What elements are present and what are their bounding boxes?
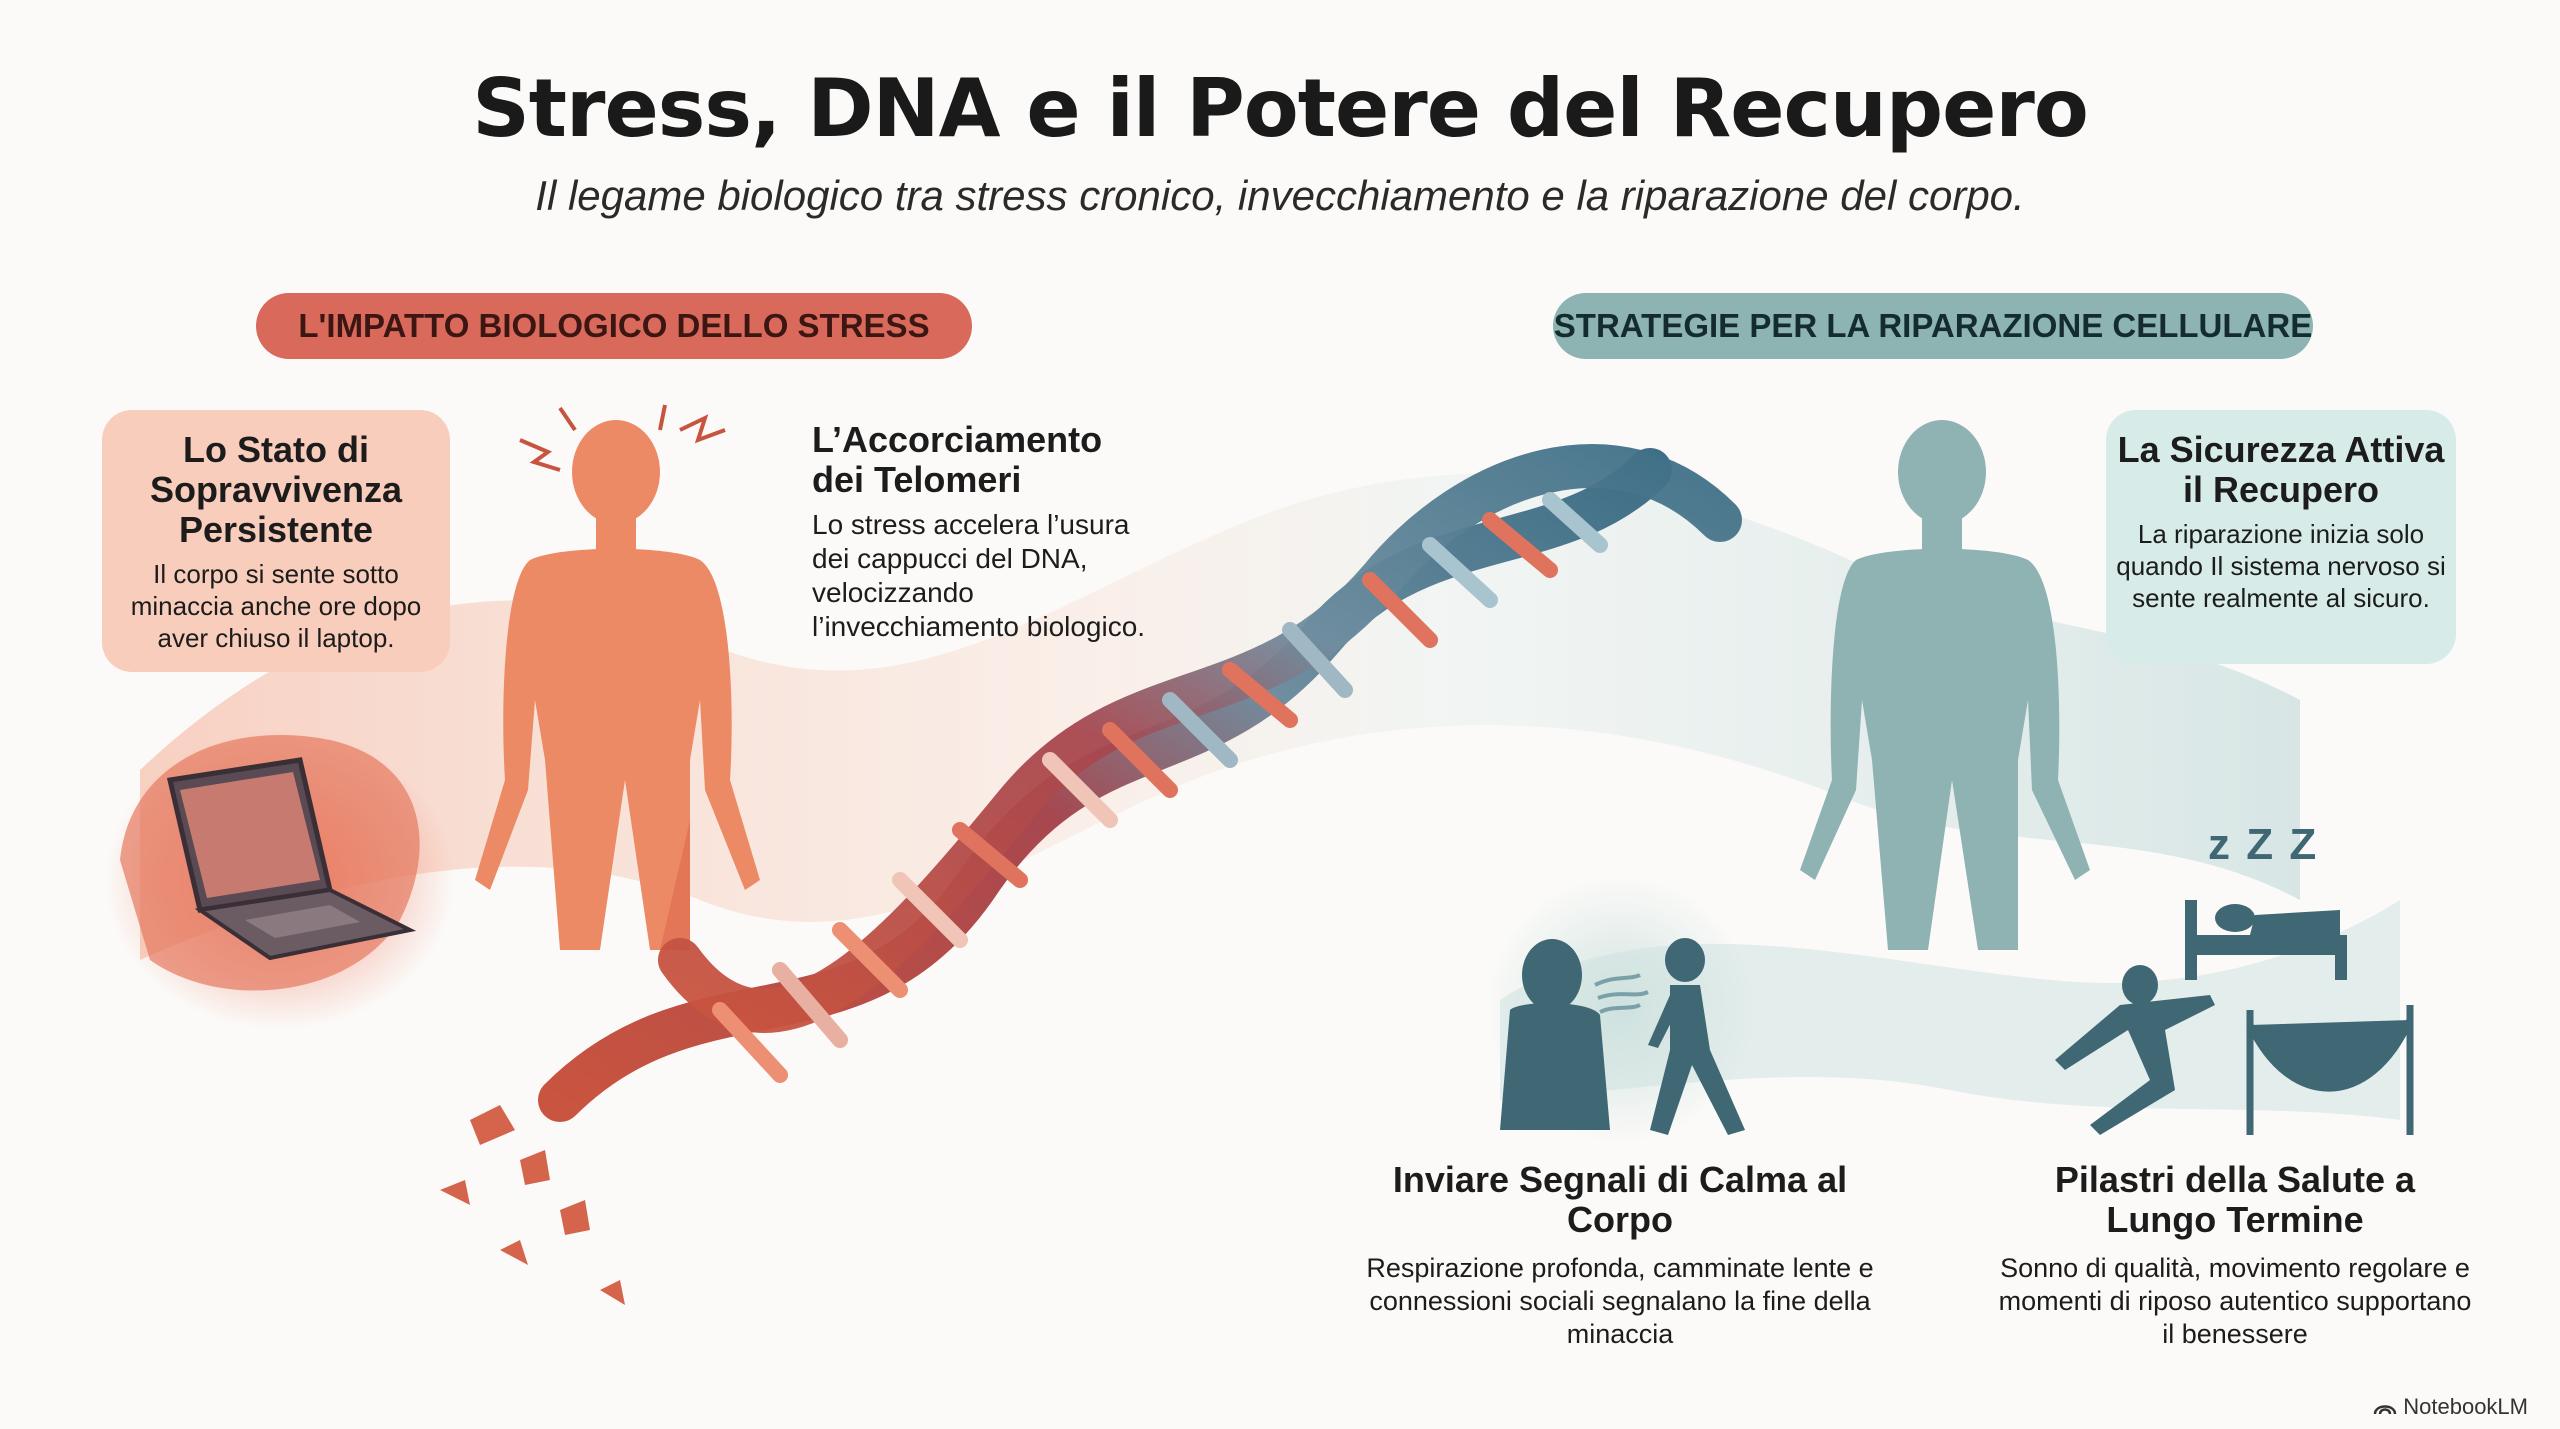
speech-bubble-safety-recovery: La Sicurezza Attiva il Recupero La ripar…: [2106, 410, 2456, 664]
calm-signals-title: Inviare Segnali di Calma al Corpo: [1392, 1159, 1848, 1240]
sleeping-bed-icon: [2185, 900, 2347, 980]
safety-recovery-title: La Sicurezza Attiva il Recupero: [2117, 429, 2445, 510]
sleep-zzz-glyph: z Z Z: [2208, 820, 2319, 869]
brand-name: NotebookLM: [2403, 1394, 2528, 1419]
survival-state-title: Lo Stato di Sopravvivenza Persistente: [149, 429, 403, 550]
notebooklm-logo-icon: [2374, 1405, 2397, 1415]
calm-signals-text: Respirazione profonda, camminate lente e…: [1366, 1253, 1874, 1349]
safety-recovery-text: La riparazione inizia solo quando Il sis…: [2116, 519, 2446, 613]
walking-person-icon: [1648, 938, 1745, 1135]
telomeres-title: L’Accorciamento dei Telomeri: [812, 419, 1103, 500]
dna-helix-icon: [440, 444, 1742, 1305]
section-label-cell-repair: STRATEGIE PER LA RIPARAZIONE CELLULARE: [1553, 293, 2313, 359]
page-subtitle: Il legame biologico tra stress cronico, …: [535, 172, 2025, 219]
hammock-icon: [2246, 1005, 2414, 1135]
calm-body-icon: [1800, 420, 2090, 950]
breathing-person-icon: [1500, 939, 1610, 1130]
speech-bubble-survival-state: Lo Stato di Sopravvivenza Persistente Il…: [102, 410, 450, 672]
health-pillars-title: Pilastri della Salute a Lungo Termine: [2054, 1159, 2416, 1240]
laptop-icon: [105, 730, 455, 1030]
breath-wind-icon: [1594, 973, 1649, 1014]
brand-footer: NotebookLM: [2373, 1394, 2528, 1420]
stressed-body-icon: [475, 420, 760, 950]
stress-spark-icon: [519, 404, 726, 472]
telomeres-text: Lo stress accelera l’usura dei cappucci …: [812, 509, 1146, 642]
stretching-person-icon: [2055, 965, 2215, 1135]
section-label-stress-impact: L'IMPATTO BIOLOGICO DELLO STRESS: [256, 293, 972, 359]
page-title: Stress, DNA e il Potere del Recupero: [472, 62, 2089, 155]
survival-state-text: Il corpo si sente sotto minaccia anche o…: [130, 559, 422, 653]
health-pillars-text: Sonno di qualità, movimento regolare e m…: [1998, 1253, 2472, 1349]
